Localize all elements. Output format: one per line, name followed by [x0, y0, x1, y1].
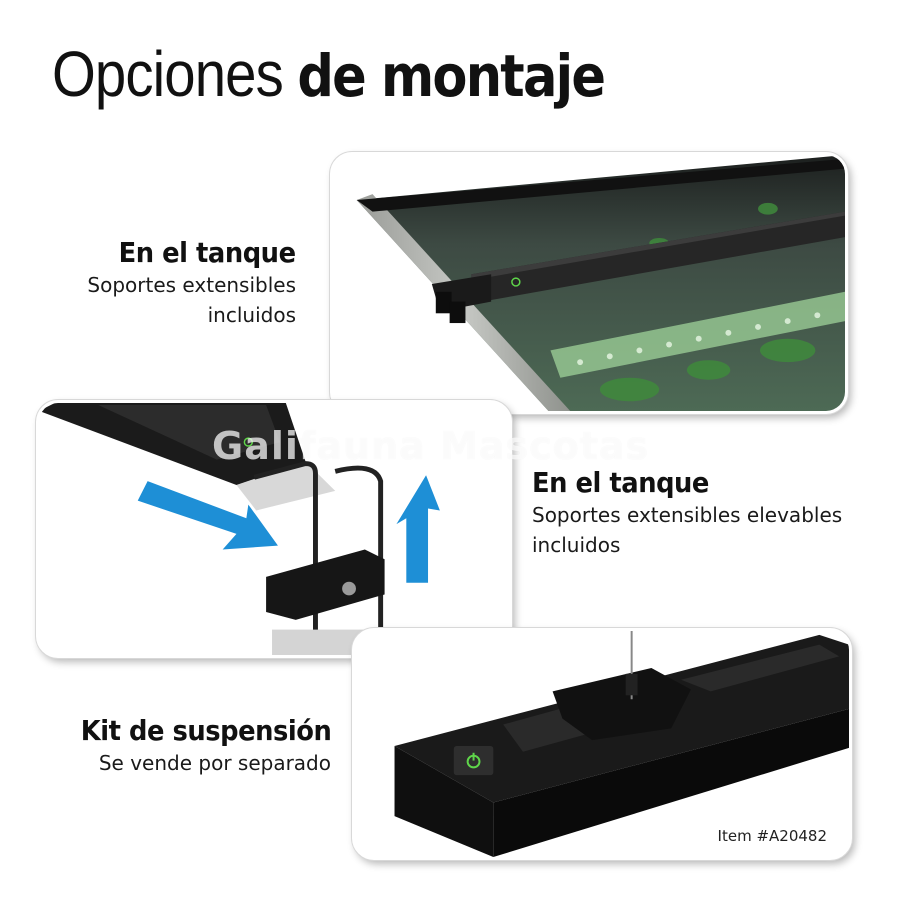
title-light: Opciones — [52, 38, 284, 110]
option-in-tank-caption: En el tanque Soportes extensibles inclui… — [87, 236, 296, 330]
page-title: Opciones de montaje — [52, 42, 606, 106]
title-bold: de montaje — [297, 42, 606, 110]
power-icon — [466, 752, 481, 769]
arrow-right-icon — [137, 481, 278, 550]
suspension-kit-image — [355, 631, 849, 857]
option-subtext: Se vende por separado — [98, 751, 331, 775]
aquarium-light-on-tank-image — [333, 155, 845, 411]
option-suspension-caption: Kit de suspensión Se vende por separado — [59, 714, 331, 778]
option-heading: En el tanque — [119, 236, 296, 269]
item-number: Item #A20482 — [717, 827, 827, 845]
option-subtext: Soportes extensibles — [87, 273, 296, 297]
option-subtext: incluidos — [207, 303, 296, 327]
riser-bracket-image-panel — [36, 400, 512, 658]
option-heading: Kit de suspensión — [80, 714, 331, 747]
option-subtext: Soportes extensibles elevables — [532, 503, 843, 527]
option-heading: En el tanque — [532, 466, 709, 499]
power-icon — [511, 277, 521, 287]
power-icon — [243, 437, 254, 447]
suspension-kit-image-panel: Item #A20482 — [352, 628, 852, 860]
in-tank-image-panel — [330, 152, 848, 414]
option-riser-caption: En el tanque Soportes extensibles elevab… — [532, 466, 842, 560]
option-subtext: incluidos — [532, 533, 621, 557]
riser-bracket-image — [39, 403, 509, 655]
arrow-up-icon — [396, 475, 440, 583]
